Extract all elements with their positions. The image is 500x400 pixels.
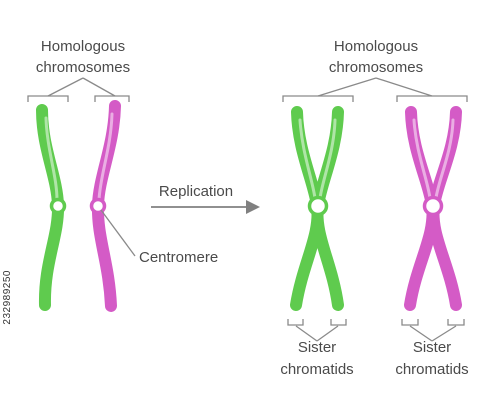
sister-chromatids-left-line1: Sister: [298, 339, 336, 356]
sister-chromatids-left-bracket: [287, 319, 347, 342]
homologous-right-label-line2: chromosomes: [329, 59, 423, 76]
homologous-right-leader: [282, 77, 468, 102]
centromere-leader: [100, 209, 136, 257]
stock-image-id: 232989250: [2, 270, 13, 325]
sister-chromatids-left-line2: chromatids: [280, 361, 353, 378]
replication-label: Replication: [159, 183, 233, 200]
centromere-label: Centromere: [139, 249, 218, 266]
chromosome-magenta-replicated: [404, 106, 462, 311]
sister-chromatids-right-line1: Sister: [413, 339, 451, 356]
chromosome-green-unreplicated: [36, 104, 67, 311]
homologous-left-label-line1: Homologous: [41, 38, 125, 55]
chromosome-magenta-unreplicated: [89, 100, 121, 312]
centromere-magenta-left: [89, 197, 107, 215]
homologous-left-label-line2: chromosomes: [36, 59, 130, 76]
centromere-magenta-right: [422, 195, 444, 217]
chromosome-green-replicated: [290, 106, 344, 311]
sister-chromatids-right-bracket: [401, 319, 465, 342]
homologous-right-label-line1: Homologous: [334, 38, 418, 55]
centromere-green-left: [49, 197, 67, 215]
replication-arrow: [151, 200, 260, 214]
homologous-left-leader: [27, 77, 130, 102]
sister-chromatids-right-line2: chromatids: [395, 361, 468, 378]
centromere-green-right: [307, 195, 329, 217]
